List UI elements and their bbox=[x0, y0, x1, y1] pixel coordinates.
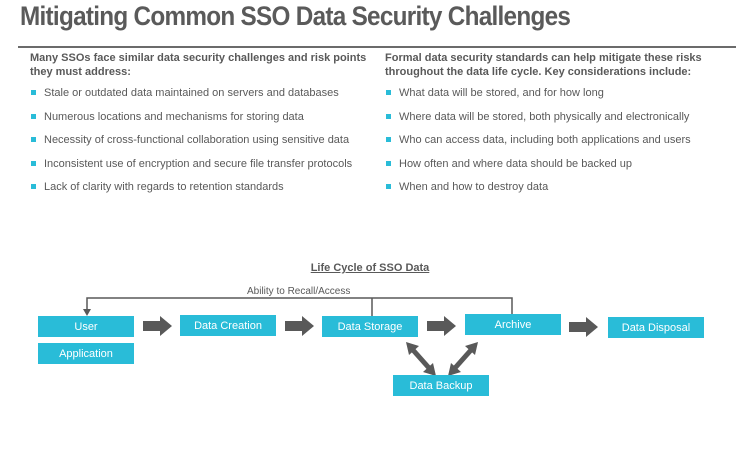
box-archive: Archive bbox=[465, 314, 561, 335]
bullet-icon bbox=[31, 137, 36, 142]
list-item: Inconsistent use of encryption and secur… bbox=[30, 157, 375, 181]
bullet-icon bbox=[386, 160, 391, 166]
list-item: Lack of clarity with regards to retentio… bbox=[30, 180, 375, 204]
page-title: Mitigating Common SSO Data Security Chal… bbox=[20, 1, 571, 31]
double-arrow-icon bbox=[411, 348, 431, 370]
bullet-icon bbox=[31, 160, 36, 166]
recall-label: Ability to Recall/Access bbox=[247, 286, 351, 297]
bullet-icon bbox=[386, 113, 391, 119]
list-item: How often and where data should be backe… bbox=[385, 157, 730, 181]
considerations-heading: Formal data security standards can help … bbox=[385, 52, 702, 78]
arrow-right-icon bbox=[569, 317, 598, 337]
box-data-storage: Data Storage bbox=[322, 316, 418, 337]
list-item: Necessity of cross-functional collaborat… bbox=[30, 133, 375, 157]
challenges-heading: Many SSOs face similar data security cha… bbox=[30, 52, 367, 78]
list-item: Who can access data, including both appl… bbox=[385, 133, 730, 157]
bullet-icon bbox=[386, 90, 391, 95]
diagram-title: Life Cycle of SSO Data bbox=[310, 262, 430, 274]
bullet-icon bbox=[386, 137, 391, 142]
list-item: Stale or outdated data maintained on ser… bbox=[30, 86, 375, 110]
bullet-icon bbox=[31, 90, 36, 95]
box-data-disposal: Data Disposal bbox=[608, 317, 704, 338]
bullet-icon bbox=[31, 184, 36, 189]
list-item: What data will be stored, and for how lo… bbox=[385, 86, 730, 110]
list-item: Numerous locations and mechanisms for st… bbox=[30, 110, 375, 134]
arrow-right-icon bbox=[143, 316, 172, 336]
arrow-right-icon bbox=[427, 316, 456, 336]
recall-line bbox=[86, 297, 513, 316]
considerations-column: Formal data security standards can help … bbox=[385, 51, 730, 204]
arrow-right-icon bbox=[285, 316, 314, 336]
title-divider bbox=[18, 46, 736, 48]
box-user: User bbox=[38, 316, 134, 337]
box-data-creation: Data Creation bbox=[180, 315, 276, 336]
box-data-backup: Data Backup bbox=[393, 375, 489, 396]
double-arrow-icon bbox=[453, 348, 473, 370]
bullet-icon bbox=[31, 113, 36, 119]
list-item: When and how to destroy data bbox=[385, 180, 730, 204]
bullet-icon bbox=[386, 184, 391, 189]
recall-arrowhead-icon bbox=[83, 309, 91, 316]
list-item: Where data will be stored, both physical… bbox=[385, 110, 730, 134]
challenges-column: Many SSOs face similar data security cha… bbox=[30, 51, 375, 204]
box-application: Application bbox=[38, 343, 134, 364]
